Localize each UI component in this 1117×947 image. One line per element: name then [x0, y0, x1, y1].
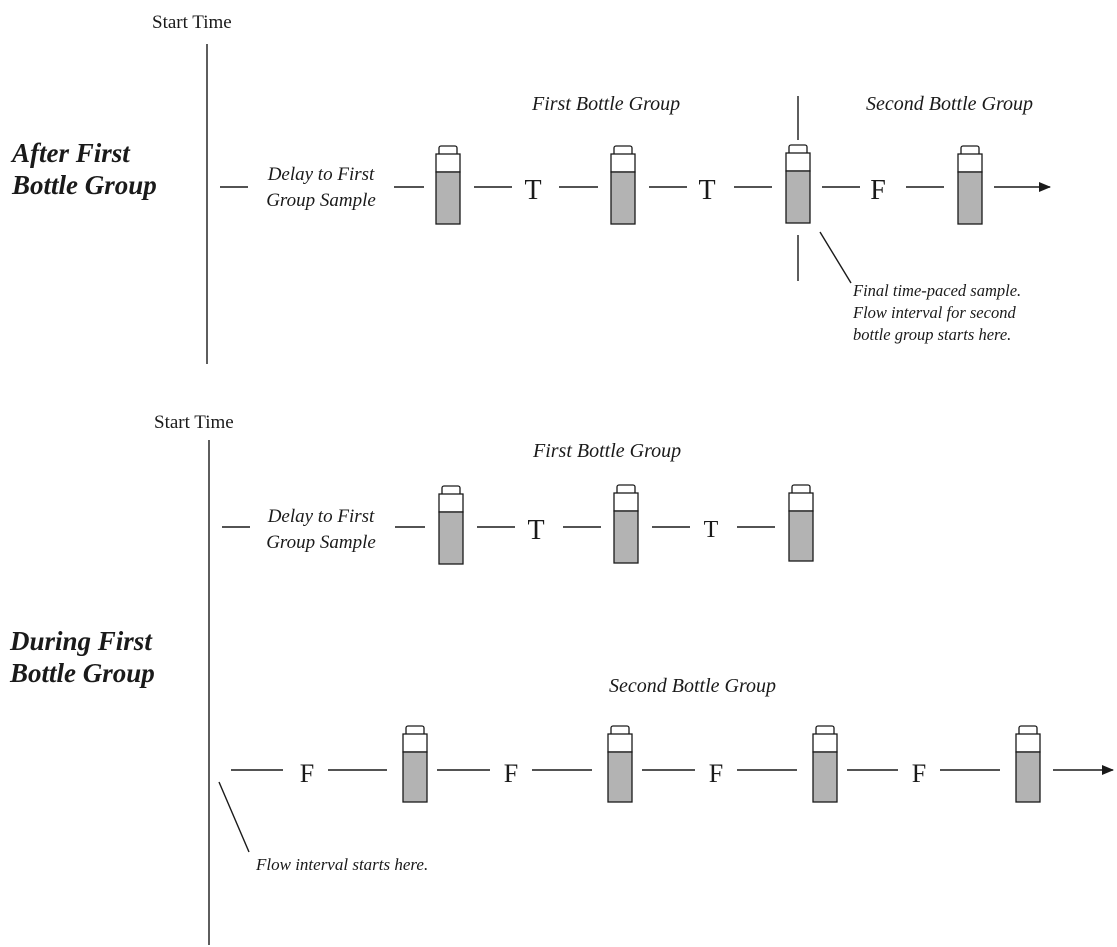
note-pointer-line [819, 231, 852, 284]
first-bottle-group-label: First Bottle Group [531, 93, 680, 115]
flow-interval-label: F [709, 759, 723, 788]
final-time-paced-bottle [785, 144, 811, 224]
scenario-title-line1: After First [10, 138, 131, 168]
start-time-label: Start Time [154, 412, 234, 433]
first-bottle-group-label: First Bottle Group [532, 440, 681, 462]
sample-bottle [812, 725, 838, 803]
sample-bottle [607, 725, 633, 803]
delay-label-line1: Delay to First [267, 164, 375, 185]
start-time-label: Start Time [152, 12, 232, 33]
flow-interval-label: F [912, 759, 926, 788]
sample-bottle [788, 484, 814, 562]
sample-bottle [1015, 725, 1041, 803]
sample-bottle [402, 725, 428, 803]
note-line2: Flow interval for second [852, 303, 1016, 322]
sample-bottle [610, 145, 636, 225]
time-interval-label: T [698, 175, 715, 206]
after-first-bottle-group-scenario: Start Time After First Bottle Group Firs… [10, 12, 1051, 364]
note-pointer-line [218, 781, 250, 853]
during-first-bottle-group-scenario: Start Time During First Bottle Group Fir… [9, 412, 1114, 945]
delay-label-line1: Delay to First [267, 506, 375, 527]
scenario-title-line2: Bottle Group [9, 658, 155, 688]
second-bottle-group-label: Second Bottle Group [609, 675, 776, 697]
flow-interval-label: F [300, 759, 314, 788]
scenario-title-line1: During First [9, 626, 153, 656]
sample-bottle [435, 145, 461, 225]
second-bottle-group-label: Second Bottle Group [866, 93, 1033, 115]
time-interval-label: T [524, 175, 541, 206]
note-line3: bottle group starts here. [853, 325, 1011, 344]
scenario-title-line2: Bottle Group [11, 170, 157, 200]
note-line1: Final time-paced sample. [852, 281, 1021, 300]
delay-label-line2: Group Sample [266, 532, 376, 553]
sample-bottle [957, 145, 983, 225]
time-interval-label: T [704, 517, 719, 543]
sample-bottle [613, 484, 639, 564]
flow-interval-label: F [870, 175, 886, 206]
flow-interval-note: Flow interval starts here. [255, 855, 428, 874]
flow-interval-label: F [504, 759, 518, 788]
time-interval-label: T [527, 515, 544, 546]
delay-label-line2: Group Sample [266, 190, 376, 211]
sample-bottle [438, 485, 464, 565]
